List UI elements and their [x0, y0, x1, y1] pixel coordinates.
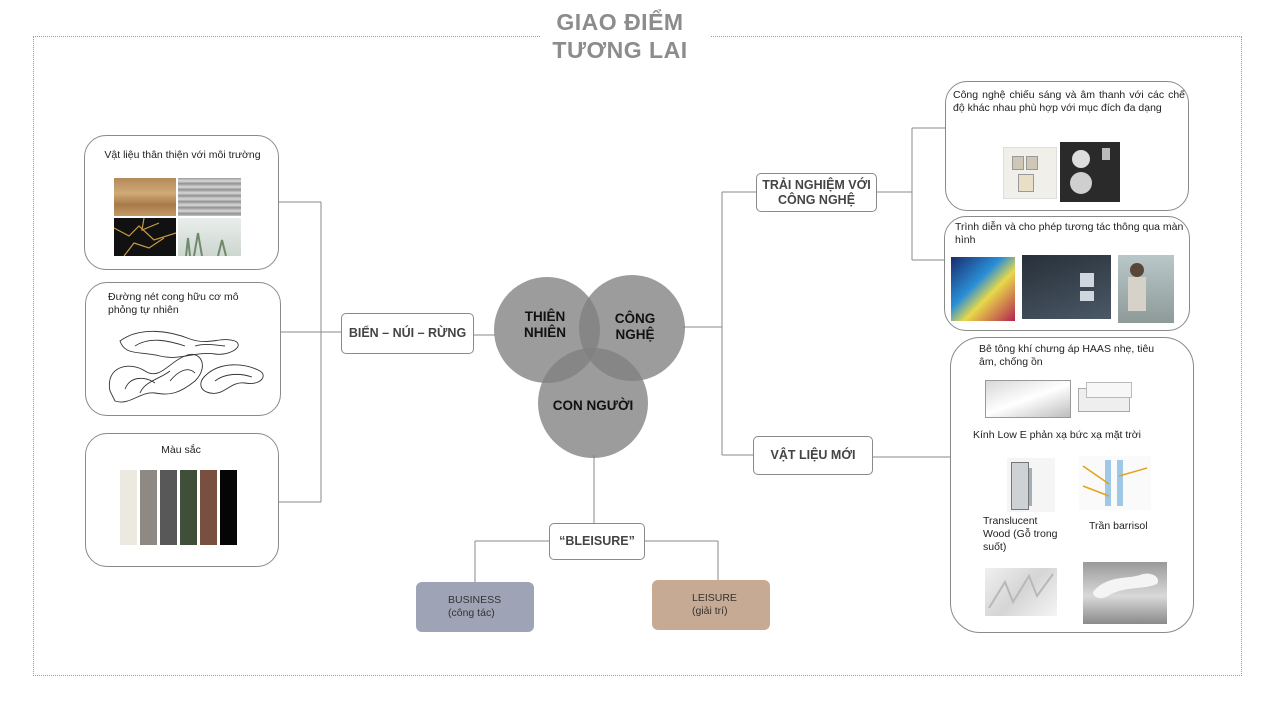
title-line-2: TƯƠNG LAI [552, 37, 688, 63]
switch-panel-image [1003, 147, 1057, 199]
new-materials-card: Bê tông khí chưng áp HAAS nhẹ, tiêu âm, … [950, 337, 1194, 633]
child-with-screen-image [1118, 255, 1174, 323]
technology-label: CÔNG NGHỆ [600, 311, 670, 343]
ceiling-label: Trần barrisol [1089, 520, 1148, 532]
tech-experience-tag: TRẢI NGHIỆM VỚI CÔNG NGHỆ [756, 173, 877, 212]
nature-label-line-1: THIÊN [524, 309, 566, 324]
glass-label: Kính Low E phản xạ bức xạ mặt trời [973, 429, 1141, 441]
barrisol-ceiling-image [1083, 562, 1167, 624]
leisure-box: LEISURE (giải trí) [652, 580, 770, 630]
people-circle [538, 348, 648, 458]
metal-texture-image [178, 178, 241, 216]
glass-window-section-image [1007, 458, 1055, 512]
organic-curves-sketch [108, 330, 264, 403]
new-materials-tag: VẬT LIỆU MỚI [753, 436, 873, 475]
lighting-card: Công nghệ chiếu sáng và âm thanh với các… [945, 81, 1189, 211]
color-swatch-gray [160, 470, 177, 545]
wood-label: Translucent Wood (Gỗ trong suốt) [983, 515, 1058, 553]
color-swatch-green [180, 470, 197, 545]
concrete-label: Bê tông khí chưng áp HAAS nhẹ, tiêu âm, … [979, 343, 1155, 368]
interactive-light-image [951, 257, 1015, 321]
business-label: BUSINESS (công tác) [448, 594, 528, 620]
display-card: Trình diễn và cho phép tương tác thông q… [944, 216, 1190, 331]
lighting-label: Công nghệ chiếu sáng và âm thanh với các… [953, 89, 1185, 114]
translucent-wood-image [985, 568, 1057, 616]
page-title: GIAO ĐIỂM TƯƠNG LAI [540, 8, 700, 64]
aac-block-wall-image [985, 380, 1071, 418]
color-swatch-black [220, 470, 237, 545]
nature-label: THIÊN NHIÊN [510, 309, 580, 341]
materials-label: Vật liệu thân thiện với môi trường [104, 149, 261, 161]
marble-texture-image [114, 218, 176, 256]
business-label-line-1: BUSINESS [448, 594, 502, 606]
bleisure-tag: “BLEISURE” [549, 523, 645, 560]
glass-texture-image [178, 218, 241, 256]
color-swatch-brown [200, 470, 217, 545]
smart-speaker-image [1060, 142, 1120, 202]
tech-experience-label: TRẢI NGHIỆM VỚI CÔNG NGHỆ [762, 177, 871, 207]
touch-screen-image [1022, 255, 1111, 319]
sea-mountain-forest-tag: BIỂN – NÚI – RỪNG [341, 313, 474, 354]
curves-card: Đường nét cong hữu cơ mô phỏng tự nhiên [85, 282, 281, 416]
title-line-1: GIAO ĐIỂM [556, 9, 684, 35]
color-swatch-taupe [140, 470, 157, 545]
low-e-glass-diagram [1079, 456, 1151, 510]
leisure-label: LEISURE (giải trí) [692, 592, 762, 618]
color-swatch-cream [120, 470, 137, 545]
business-label-line-2: (công tác) [448, 607, 495, 619]
nature-label-line-2: NHIÊN [523, 325, 566, 340]
business-box: BUSINESS (công tác) [416, 582, 534, 632]
leisure-label-line-2: (giải trí) [692, 605, 728, 617]
colors-title: Màu sắc [161, 444, 201, 456]
materials-card: Vật liệu thân thiện với môi trường [84, 135, 279, 270]
display-label: Trình diễn và cho phép tương tác thông q… [955, 221, 1184, 246]
leisure-label-line-1: LEISURE [692, 592, 737, 604]
aac-block-image [1072, 380, 1136, 416]
technology-label-line-1: CÔNG [614, 311, 656, 326]
title-background [540, 6, 710, 66]
curves-label: Đường nét cong hữu cơ mô phỏng tự nhiên [108, 291, 239, 316]
wood-texture-image [114, 178, 176, 216]
technology-label-line-2: NGHỆ [615, 327, 655, 342]
people-label: CON NGƯỜI [552, 398, 634, 413]
